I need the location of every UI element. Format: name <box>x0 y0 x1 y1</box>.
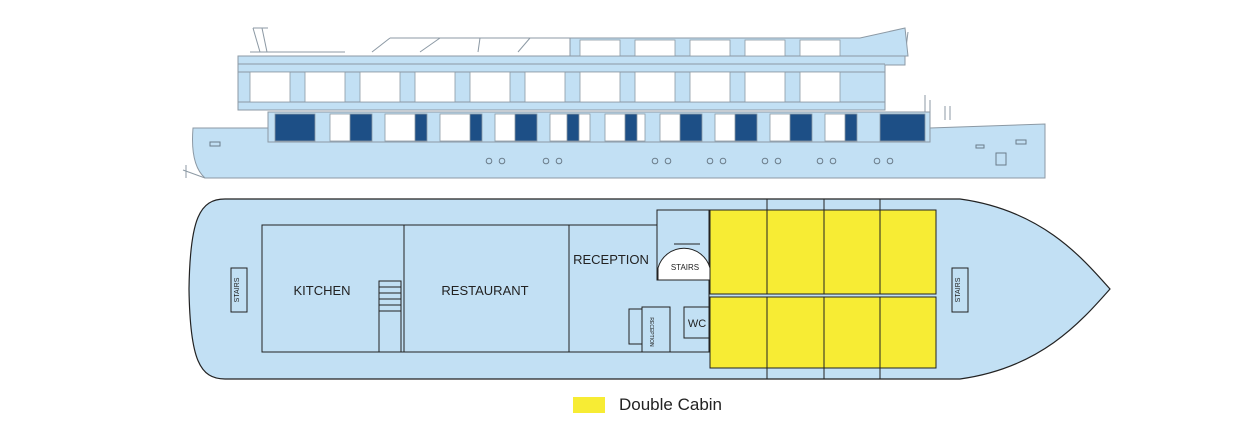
hull-side <box>192 123 1046 179</box>
kitchen-label: KITCHEN <box>293 283 350 298</box>
hull-portholes <box>209 139 1027 166</box>
stairs-left-box <box>230 267 248 313</box>
double-cabin-swatch <box>573 397 605 413</box>
cabin-7 <box>823 296 881 369</box>
reception-label: RECEPTION <box>573 252 649 267</box>
sun-deck-structure <box>569 27 909 57</box>
cabin-6 <box>766 296 825 369</box>
upper-deck-structure <box>237 55 906 111</box>
wc-label: WC <box>688 318 706 330</box>
cabin-3 <box>823 209 881 295</box>
upper-windows <box>249 39 841 103</box>
double-cabin-legend-label: Double Cabin <box>619 395 723 414</box>
reception-desk-label: RECEPTION <box>648 317 654 347</box>
cabin-4 <box>879 209 937 295</box>
central-stairs <box>656 209 711 281</box>
reception-room <box>568 224 710 353</box>
stairs-left-label: STAIRS <box>234 277 241 302</box>
legend: Double Cabin <box>573 393 722 417</box>
cabin-2 <box>766 209 825 295</box>
main-deck-windows <box>274 113 926 142</box>
ship-side-view <box>182 27 951 179</box>
stairs-right-box <box>951 267 969 313</box>
cabin-8 <box>879 296 937 369</box>
central-stairs-label: STAIRS <box>671 263 699 272</box>
main-deck-structure <box>267 111 931 143</box>
stairs-right-label: STAIRS <box>955 277 962 302</box>
double-cabins <box>709 209 937 369</box>
restaurant-label: RESTAURANT <box>441 283 528 298</box>
service-stairs <box>378 280 402 353</box>
cabin-5 <box>709 296 768 369</box>
cabin-1 <box>709 209 768 295</box>
